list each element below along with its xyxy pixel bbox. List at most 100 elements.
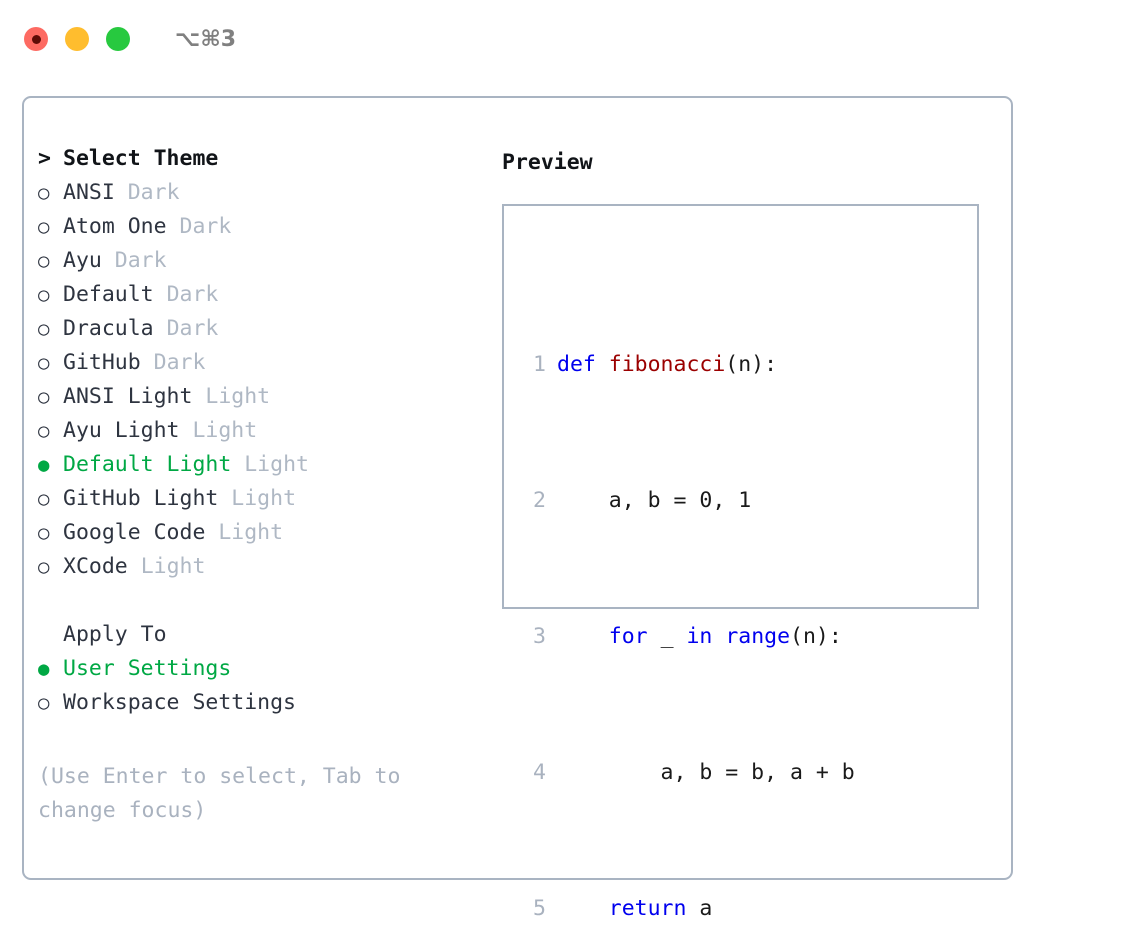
preview-pane: Preview 1 def fibonacci(n): 2 a, b = 0, … bbox=[502, 146, 1002, 921]
theme-option-atom-one-dark[interactable]: ○ Atom One Dark bbox=[38, 214, 478, 248]
code-token: a, b = b, a + b bbox=[557, 760, 855, 785]
code-token: (n): bbox=[790, 624, 842, 649]
theme-option-github-dark[interactable]: ○ GitHub Dark bbox=[38, 350, 478, 384]
theme-selector-title: Select Theme bbox=[63, 146, 219, 171]
theme-name: Default Light bbox=[63, 452, 232, 477]
theme-name: ANSI Light bbox=[63, 384, 193, 409]
theme-category: Dark bbox=[154, 316, 219, 341]
radio-unselected-icon: ○ bbox=[38, 250, 50, 272]
preview-box: 1 def fibonacci(n): 2 a, b = 0, 1 3 for … bbox=[502, 204, 979, 921]
radio-unselected-icon: ○ bbox=[38, 488, 50, 510]
theme-option-ayu-light[interactable]: ○ Ayu Light Light bbox=[38, 418, 478, 452]
theme-category-label: Dark bbox=[127, 180, 180, 205]
theme-category: Light bbox=[218, 486, 296, 511]
theme-category: Dark bbox=[115, 180, 180, 205]
minimize-button[interactable] bbox=[65, 27, 89, 51]
apply-to-option-user-settings[interactable]: ● User Settings bbox=[38, 656, 478, 690]
radio-selected-icon: ● bbox=[38, 454, 50, 476]
theme-category-label: Light bbox=[231, 486, 297, 511]
theme-category-label: Light bbox=[218, 520, 284, 545]
line-number: 5 bbox=[533, 896, 546, 921]
theme-option-ansi-dark[interactable]: ○ ANSI Dark bbox=[38, 180, 478, 214]
maximize-button[interactable] bbox=[106, 27, 130, 51]
code-token: (n): bbox=[725, 352, 778, 377]
theme-category-label: Light bbox=[192, 418, 258, 443]
radio-unselected-icon: ○ bbox=[38, 386, 50, 408]
prompt-caret-icon: > bbox=[38, 146, 51, 171]
radio-unselected-icon: ○ bbox=[38, 420, 50, 442]
code-token: range bbox=[725, 624, 791, 649]
theme-category: Light bbox=[192, 384, 270, 409]
radio-unselected-icon: ○ bbox=[38, 352, 50, 374]
theme-name: Google Code bbox=[63, 520, 206, 545]
line-number: 2 bbox=[533, 488, 546, 513]
main-panel: > Select Theme ○ ANSI Dark ○ Atom One Da… bbox=[22, 96, 1013, 921]
theme-option-default-dark[interactable]: ○ Default Dark bbox=[38, 282, 478, 316]
keyboard-hint-text: (Use Enter to select, Tab to change focu… bbox=[38, 764, 414, 823]
theme-option-github-light[interactable]: ○ GitHub Light Light bbox=[38, 486, 478, 520]
theme-category: Dark bbox=[167, 214, 232, 239]
theme-category: Light bbox=[128, 554, 206, 579]
theme-name: GitHub Light bbox=[63, 486, 219, 511]
theme-name: Ayu Light bbox=[63, 418, 180, 443]
title-bar: ⌥⌘3 bbox=[0, 0, 1140, 78]
code-sample: 1 def fibonacci(n): 2 a, b = 0, 1 3 for … bbox=[518, 246, 881, 934]
window-controls bbox=[24, 27, 130, 51]
radio-unselected-icon: ○ bbox=[38, 182, 50, 204]
radio-unselected-icon: ○ bbox=[38, 556, 50, 578]
theme-category-label: Dark bbox=[179, 214, 232, 239]
code-line: 3 for _ in range(n): bbox=[518, 620, 881, 654]
code-token: fibonacci bbox=[608, 352, 726, 377]
theme-category-label: Light bbox=[205, 384, 271, 409]
radio-unselected-icon: ○ bbox=[38, 318, 50, 340]
theme-name: XCode bbox=[63, 554, 128, 579]
theme-category: Dark bbox=[154, 282, 219, 307]
apply-to-section: Apply To bbox=[38, 622, 478, 656]
code-token: for bbox=[608, 624, 648, 649]
theme-option-xcode-light[interactable]: ○ XCode Light bbox=[38, 554, 478, 588]
line-number: 4 bbox=[533, 760, 546, 785]
code-line: 1 def fibonacci(n): bbox=[518, 348, 881, 382]
close-button[interactable] bbox=[24, 27, 48, 51]
radio-selected-icon: ● bbox=[38, 658, 50, 680]
theme-category: Dark bbox=[141, 350, 206, 375]
theme-option-google-code-light[interactable]: ○ Google Code Light bbox=[38, 520, 478, 554]
code-line: 5 return a bbox=[518, 892, 881, 926]
theme-selector: > Select Theme ○ ANSI Dark ○ Atom One Da… bbox=[38, 146, 478, 724]
line-number: 3 bbox=[533, 624, 546, 649]
theme-category-label: Dark bbox=[114, 248, 167, 273]
radio-unselected-icon: ○ bbox=[38, 692, 50, 714]
list-spacer bbox=[38, 588, 478, 622]
theme-option-default-light[interactable]: ● Default Light Light bbox=[38, 452, 478, 486]
keyboard-shortcut-label: ⌥⌘3 bbox=[175, 26, 237, 52]
apply-to-option-label: Workspace Settings bbox=[63, 690, 296, 715]
theme-name: Default bbox=[63, 282, 154, 307]
code-token bbox=[712, 620, 725, 654]
code-token: def bbox=[557, 352, 609, 377]
code-token: _ bbox=[647, 624, 687, 649]
apply-to-option-workspace-settings[interactable]: ○ Workspace Settings bbox=[38, 690, 478, 724]
theme-option-ayu-dark[interactable]: ○ Ayu Dark bbox=[38, 248, 478, 282]
theme-category-label: Light bbox=[140, 554, 206, 579]
theme-option-ansi-light[interactable]: ○ ANSI Light Light bbox=[38, 384, 478, 418]
apply-to-option-label: User Settings bbox=[63, 656, 232, 681]
code-token bbox=[557, 620, 609, 654]
theme-category: Light bbox=[180, 418, 258, 443]
theme-category-label: Light bbox=[244, 452, 309, 477]
radio-unselected-icon: ○ bbox=[38, 284, 50, 306]
apply-to-title: Apply To bbox=[63, 622, 167, 647]
code-token bbox=[557, 892, 609, 926]
line-number: 1 bbox=[533, 352, 546, 377]
theme-option-dracula-dark[interactable]: ○ Dracula Dark bbox=[38, 316, 478, 350]
theme-category-label: Dark bbox=[166, 316, 219, 341]
theme-name: Dracula bbox=[63, 316, 154, 341]
code-line: 2 a, b = 0, 1 bbox=[518, 484, 881, 518]
theme-name: Ayu bbox=[63, 248, 102, 273]
theme-name: Atom One bbox=[63, 214, 167, 239]
theme-category: Dark bbox=[102, 248, 167, 273]
theme-category: Light bbox=[231, 452, 309, 477]
theme-name: ANSI bbox=[63, 180, 115, 205]
radio-unselected-icon: ○ bbox=[38, 216, 50, 238]
theme-category-label: Dark bbox=[153, 350, 206, 375]
